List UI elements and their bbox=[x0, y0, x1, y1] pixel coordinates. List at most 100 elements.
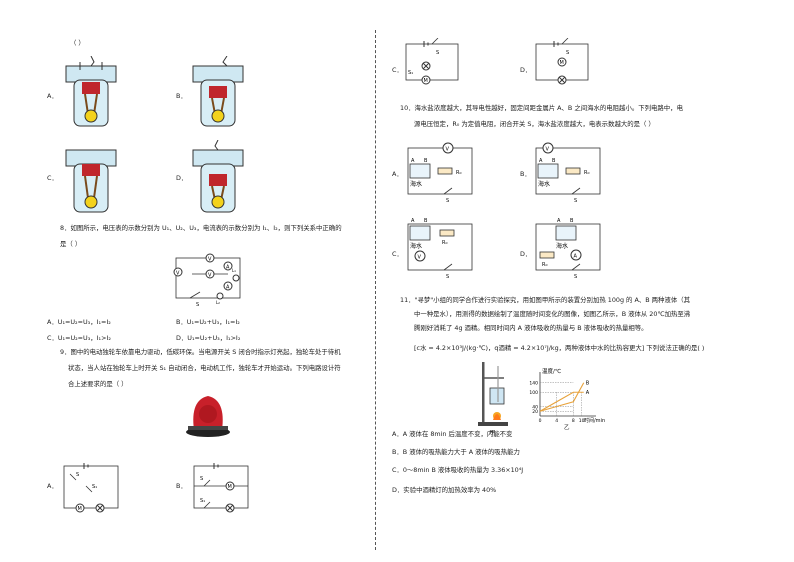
q10d-a: A bbox=[557, 218, 561, 224]
q10-stem-line2: 源电压恒定，R₀ 为定值电阻，闭合开关 S，海水盐浓度越大，电表示数越大的是（ … bbox=[414, 120, 655, 128]
q9c-motor: M bbox=[424, 78, 428, 84]
q9d-motor: M bbox=[560, 60, 564, 66]
q7-option-c[interactable]: C． bbox=[47, 174, 58, 182]
q8-a2-label: A bbox=[226, 285, 230, 291]
q9-option-d[interactable]: D． bbox=[520, 66, 532, 74]
q9-option-a[interactable]: A． bbox=[47, 482, 58, 490]
engine-diagram-c bbox=[65, 149, 117, 213]
x-tick-label: 0 bbox=[539, 418, 542, 424]
q9b-motor: M bbox=[228, 484, 232, 490]
q10-circuit-b: A B 海水 V R₀ S bbox=[535, 142, 601, 204]
q10b-v: V bbox=[546, 147, 550, 153]
q8-v3-label: V bbox=[208, 273, 212, 279]
q8-option-d[interactable]: D．U₁=U₂+U₃，I₁>I₂ bbox=[176, 334, 241, 342]
q11-option-a[interactable]: A．A 液体在 8min 后温度不变，内能不变 bbox=[392, 430, 513, 438]
unicycle-image bbox=[186, 396, 230, 437]
q9b-switch-s: S bbox=[200, 476, 203, 482]
q10a-a: A bbox=[411, 158, 415, 164]
q10c-b: B bbox=[424, 218, 428, 224]
engine-diagram-d bbox=[192, 140, 244, 213]
q8-v2-label: V bbox=[176, 271, 180, 277]
q10b-b: B bbox=[552, 158, 556, 164]
q9a-motor: M bbox=[78, 506, 82, 512]
q8-l1-label: L₁ bbox=[232, 268, 236, 273]
y-tick-label: 100 bbox=[529, 390, 538, 396]
q9c-switch-s1: S₁ bbox=[408, 70, 413, 76]
q9c-switch-s: S bbox=[436, 50, 439, 56]
q10c-s: S bbox=[446, 274, 449, 280]
q7-paren: （ ） bbox=[70, 39, 85, 47]
q9-option-c[interactable]: C． bbox=[392, 66, 403, 74]
q10c-a: A bbox=[411, 218, 415, 224]
q9-circuit-b: S S₁ M bbox=[193, 463, 249, 513]
series-label-a: A bbox=[586, 390, 590, 396]
chart-xlabel: 时间/min bbox=[584, 417, 605, 424]
q11-stem-line3: 腾刚好消耗了 4g 酒精。相同时间内 A 液体吸收的热量与 B 液体吸收的热量相… bbox=[414, 324, 648, 332]
q9b-switch-s1: S₁ bbox=[200, 498, 205, 504]
q10a-v: V bbox=[446, 147, 450, 153]
q11-stem-line4: [c水 = 4.2×10³J/(kg·℃)，q酒精 = 4.2×10⁷J/kg，… bbox=[414, 344, 705, 352]
q7-option-d[interactable]: D． bbox=[176, 174, 188, 182]
q7-option-b[interactable]: B． bbox=[176, 92, 187, 100]
q10b-r0: R₀ bbox=[584, 170, 589, 176]
y-tick-label: 140 bbox=[529, 381, 538, 387]
q10a-sea: 海水 bbox=[410, 180, 422, 188]
figure-jia-label: 甲 bbox=[490, 430, 495, 436]
q8-v1-label: V bbox=[208, 257, 212, 263]
q11-stem-line2: 中一种是水），用测得的数据绘制了温度随时间变化的图像，如图乙所示，B 液体从 2… bbox=[414, 310, 691, 318]
q10a-r0: R₀ bbox=[456, 170, 461, 176]
engine-diagram-b bbox=[192, 56, 244, 127]
q8-option-a[interactable]: A．U₁=U₂=U₃，I₁=I₂ bbox=[47, 318, 111, 326]
x-tick-label: 4 bbox=[555, 418, 558, 424]
q10-option-b[interactable]: B． bbox=[520, 170, 531, 178]
q9-stem-line3: 合上述要求的是（ ） bbox=[68, 380, 128, 388]
q9-option-b[interactable]: B． bbox=[176, 482, 187, 490]
chart-ylabel: 温度/℃ bbox=[542, 367, 561, 375]
q10-circuit-d: A B 海水 R₀ A S bbox=[535, 218, 601, 280]
q10c-sea: 海水 bbox=[410, 242, 422, 250]
q10b-s: S bbox=[574, 198, 577, 204]
q8-circuit-diagram: V V V A A L₁ L₂ S bbox=[173, 253, 241, 308]
x-tick-label: 10 bbox=[579, 418, 585, 424]
series-label-b: B bbox=[586, 381, 590, 387]
x-tick-label: 8 bbox=[572, 418, 575, 424]
q8-stem-line1: 8．如图所示，电压表的示数分别为 U₁、U₂、U₃，电流表的示数分别为 I₁、I… bbox=[60, 224, 342, 232]
q10-option-c[interactable]: C． bbox=[392, 250, 403, 258]
q10-option-a[interactable]: A． bbox=[392, 170, 403, 178]
q9-stem-line1: 9．图中的电动独轮车依靠电力驱动，低碳环保。当电源开关 S 闭合时指示灯亮起，独… bbox=[60, 348, 341, 356]
q11-option-b[interactable]: B．B 液体的吸热能力大于 A 液体的吸热能力 bbox=[392, 448, 520, 456]
q8-option-c[interactable]: C．U₁=U₂=U₃，I₁>I₂ bbox=[47, 334, 111, 342]
q10d-sea: 海水 bbox=[556, 242, 568, 250]
q10a-s: S bbox=[446, 198, 449, 204]
q10-option-d[interactable]: D． bbox=[520, 250, 532, 258]
column-divider bbox=[375, 30, 376, 550]
q9d-switch-s: S bbox=[566, 50, 569, 56]
figure-yi-label: 乙 bbox=[564, 425, 570, 431]
q10-circuit-a: A B 海水 V R₀ S bbox=[407, 142, 473, 204]
q10b-a: A bbox=[539, 158, 543, 164]
y-tick-label: 40 bbox=[532, 404, 538, 410]
q10a-b: B bbox=[424, 158, 428, 164]
q11-option-c[interactable]: C．0～8min B 液体吸收的热量为 3.36×10⁴J bbox=[392, 466, 524, 474]
engine-diagram-a bbox=[65, 56, 117, 127]
q9-circuit-d: S M bbox=[535, 38, 589, 85]
q8-switch-label: S bbox=[196, 302, 199, 308]
q10d-ammeter: A bbox=[574, 254, 578, 260]
heating-apparatus-figure: 甲 bbox=[478, 362, 508, 436]
series-line-b bbox=[539, 382, 585, 412]
q8-option-b[interactable]: B．U₁=U₂+U₃，I₁=I₂ bbox=[176, 318, 240, 326]
y-tick-label: 20 bbox=[532, 409, 538, 415]
q9a-switch-s: S bbox=[76, 472, 79, 478]
q10d-r0: R₀ bbox=[542, 262, 547, 268]
q8-l2-label: L₂ bbox=[216, 300, 220, 305]
q10c-r0: R₀ bbox=[442, 240, 447, 246]
q10d-b: B bbox=[570, 218, 574, 224]
q11-option-d[interactable]: D．实验中酒精灯的加热效率为 40% bbox=[392, 486, 497, 494]
q10c-v: V bbox=[418, 255, 422, 261]
q9-circuit-a: S S₁ M bbox=[63, 463, 119, 513]
q7-option-a[interactable]: A． bbox=[47, 92, 58, 100]
q9-stem-line2: 状态，当人站在独轮车上时开关 S₁ 自动闭合，电动机工作，独轮车才开始运动。下列… bbox=[68, 364, 341, 372]
q11-stem-line1: 11．"寻梦"小组的同学合作进行实验探究，用如图甲所示的装置分别加热 100g … bbox=[400, 296, 690, 304]
q9a-switch-s1: S₁ bbox=[92, 484, 97, 490]
